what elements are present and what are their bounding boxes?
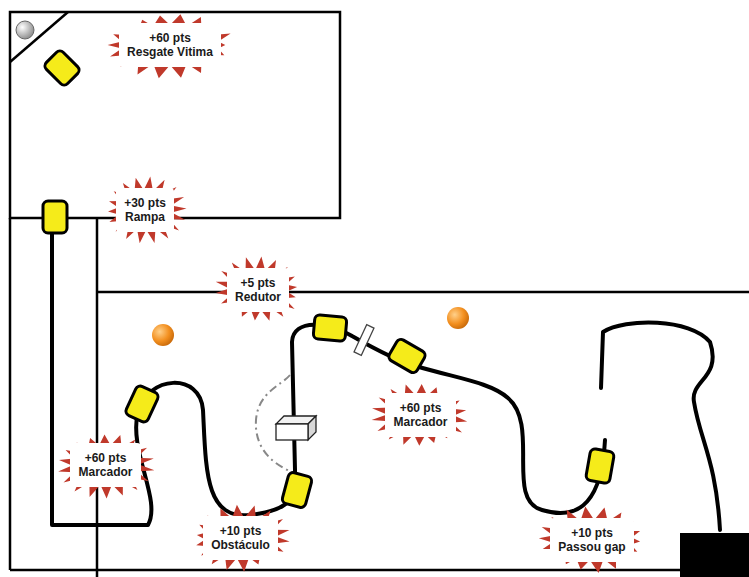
points-value: +10 pts — [571, 526, 613, 540]
points-value: +5 pts — [240, 276, 275, 290]
obstacle-box — [276, 416, 316, 440]
score-callout: +5 ptsRedutor — [213, 256, 303, 324]
burst-spikes — [372, 384, 468, 446]
burst-spikes — [216, 257, 297, 321]
track-line — [52, 218, 720, 530]
task-name: Rampa — [125, 210, 165, 224]
score-callout: +60 ptsResgate Vitima — [105, 11, 235, 79]
points-value: +60 pts — [149, 31, 191, 45]
callout-text: +10 ptsPassou gap — [536, 506, 648, 574]
points-value: +10 pts — [220, 524, 262, 538]
task-name: Passou gap — [558, 540, 625, 554]
score-callout: +10 ptsPassou gap — [536, 506, 648, 574]
burst-center — [119, 23, 221, 67]
task-name: Redutor — [235, 290, 281, 304]
score-callout: +30 ptsRampa — [102, 176, 188, 244]
burst-spikes — [108, 14, 231, 78]
task-name: Marcador — [393, 415, 447, 429]
score-callout: +60 ptsMarcador — [56, 431, 155, 499]
burst-center — [70, 443, 141, 487]
burst-spikes — [108, 177, 187, 244]
burst-spikes — [196, 505, 289, 572]
burst-center — [227, 268, 289, 312]
callout-text: +60 ptsMarcador — [56, 431, 155, 499]
orange-ball — [447, 307, 469, 329]
robot — [43, 49, 615, 509]
score-callout: +60 ptsMarcador — [371, 381, 470, 449]
task-name: Marcador — [78, 465, 132, 479]
task-name: Resgate Vitima — [127, 45, 213, 59]
speed-bump — [354, 325, 374, 356]
points-value: +60 pts — [400, 401, 442, 415]
burst-spikes — [539, 506, 640, 573]
points-value: +30 pts — [124, 196, 166, 210]
burst-center — [203, 516, 278, 560]
exit-block — [680, 533, 749, 577]
burst-center — [385, 393, 456, 437]
burst-spikes — [58, 435, 154, 499]
burst-center — [116, 188, 174, 232]
orange-ball — [152, 324, 174, 346]
callout-text: +60 ptsMarcador — [371, 381, 470, 449]
callout-text: +10 ptsObstáculo — [189, 504, 292, 572]
task-name: Obstáculo — [211, 538, 270, 552]
callout-text: +5 ptsRedutor — [213, 256, 303, 324]
callout-text: +60 ptsResgate Vitima — [105, 11, 235, 79]
points-value: +60 pts — [85, 451, 127, 465]
arena-walls — [10, 12, 749, 577]
callout-text: +30 ptsRampa — [102, 176, 188, 244]
burst-center — [550, 518, 634, 562]
score-callout: +10 ptsObstáculo — [189, 504, 292, 572]
victim-ball — [16, 21, 34, 39]
